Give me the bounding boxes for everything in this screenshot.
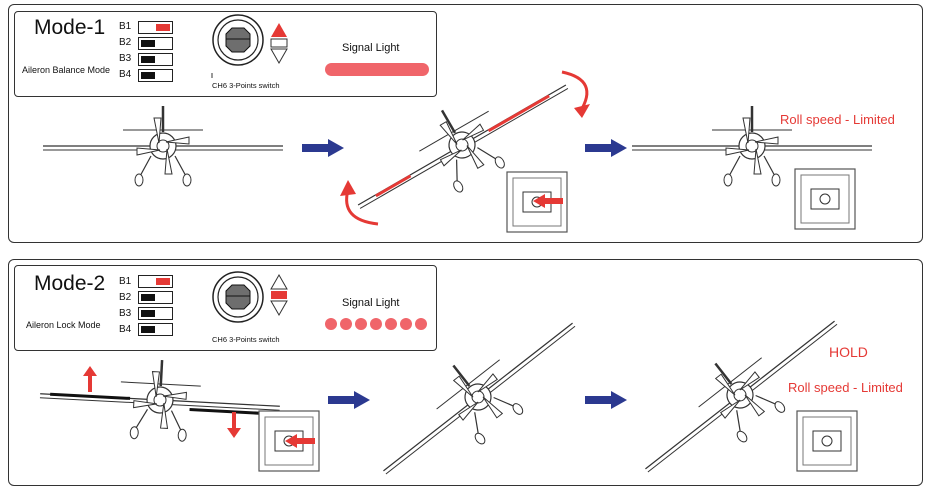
mode-2-dip-b3 xyxy=(138,307,173,320)
mode-1-signal-caption: Signal Light xyxy=(342,42,400,54)
mode-1-b3-label: B3 xyxy=(119,53,132,64)
mode-2-dip-b1 xyxy=(138,275,173,288)
mode-1-dip-b1 xyxy=(138,21,173,34)
mode-1-roll-speed-note: Roll speed - Limited xyxy=(780,112,895,127)
mode-1-subtitle: Aileron Balance Mode xyxy=(22,65,111,75)
mode-2-b4-label: B4 xyxy=(119,324,132,335)
mode-1-ch6-caption: CH6 3-Points switch xyxy=(212,81,280,90)
mode-2-b1-label: B1 xyxy=(119,276,132,287)
mode-1-dip-b3 xyxy=(138,53,173,66)
mode-2-roll-speed-note: Roll speed - Limited xyxy=(788,380,903,395)
mode-2-b2-label: B2 xyxy=(119,292,132,303)
mode-2-dip-b4 xyxy=(138,323,173,336)
mode-1-b2-label: B2 xyxy=(119,37,132,48)
mode-2-subtitle: Aileron Lock Mode xyxy=(26,320,101,330)
mode-1-signal-light-bar xyxy=(325,63,429,76)
mode-2-dip-b2 xyxy=(138,291,173,304)
mode-1-b1-label: B1 xyxy=(119,21,132,32)
mode-1-dip-b4 xyxy=(138,69,173,82)
mode-2-title: Mode-2 xyxy=(34,272,106,295)
mode-2-ch6-caption: CH6 3-Points switch xyxy=(212,335,280,344)
mode-2-signal-light-dots xyxy=(325,318,427,330)
mode-2-hold-label: HOLD xyxy=(829,344,868,360)
mode-2-b3-label: B3 xyxy=(119,308,132,319)
mode-1-b4-label: B4 xyxy=(119,69,132,80)
mode-2-signal-caption: Signal Light xyxy=(342,297,400,309)
mode-1-dip-b2 xyxy=(138,37,173,50)
mode-1-title: Mode-1 xyxy=(34,16,106,39)
